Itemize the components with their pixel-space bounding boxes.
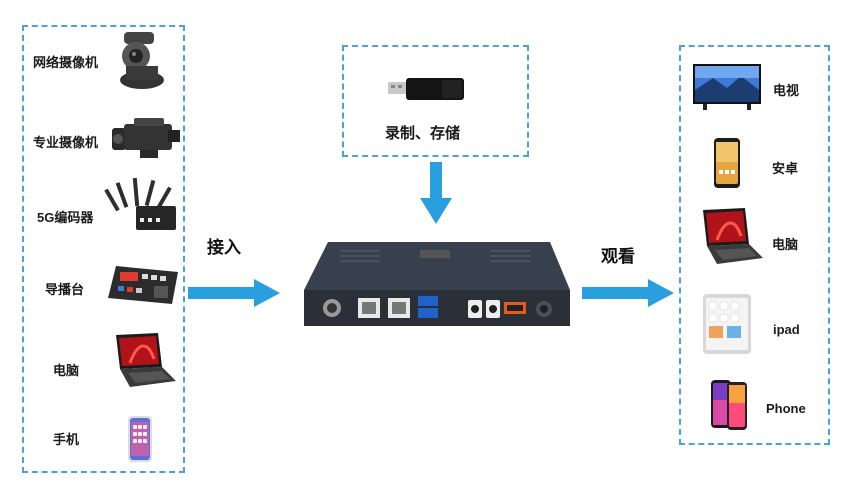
output-label-iphone: Phone	[766, 401, 806, 416]
input-label-pro-camera: 专业摄像机	[33, 135, 99, 150]
arrow-right-out-icon	[582, 279, 674, 307]
input-label-ip-camera: 网络摄像机	[33, 55, 99, 70]
flow-out-label: 观看	[601, 247, 635, 266]
ptz-camera-icon	[120, 32, 164, 89]
input-label-computer: 电脑	[53, 363, 80, 378]
output-label-ipad: ipad	[773, 322, 800, 337]
arrow-right-in-icon	[188, 279, 280, 307]
input-label-phone: 手机	[53, 432, 80, 447]
usb-drive-icon	[388, 78, 464, 100]
input-label-5g-encoder: 5G编码器	[37, 210, 94, 225]
android-phone-icon	[714, 138, 740, 188]
laptop-icon	[703, 208, 763, 264]
smartphone-icon	[128, 416, 152, 462]
iphone-icon	[711, 380, 747, 430]
output-label-tv: 电视	[773, 83, 800, 98]
switcher-console-icon	[108, 266, 178, 304]
flow-in-label: 接入	[207, 238, 241, 257]
storage-label: 录制、存储	[385, 125, 461, 142]
5g-encoder-icon	[104, 177, 176, 230]
storage-panel	[342, 45, 529, 157]
output-devices-panel	[679, 45, 830, 445]
output-label-android: 安卓	[772, 161, 799, 176]
tv-icon	[693, 64, 761, 110]
output-label-computer: 电脑	[772, 237, 799, 252]
laptop-icon	[116, 333, 176, 387]
input-label-switcher: 导播台	[45, 282, 85, 297]
arrow-down-icon	[420, 162, 452, 224]
tablet-icon	[703, 294, 751, 354]
streaming-device	[304, 242, 570, 326]
pro-camcorder-icon	[112, 118, 180, 158]
input-sources-panel	[22, 25, 185, 473]
